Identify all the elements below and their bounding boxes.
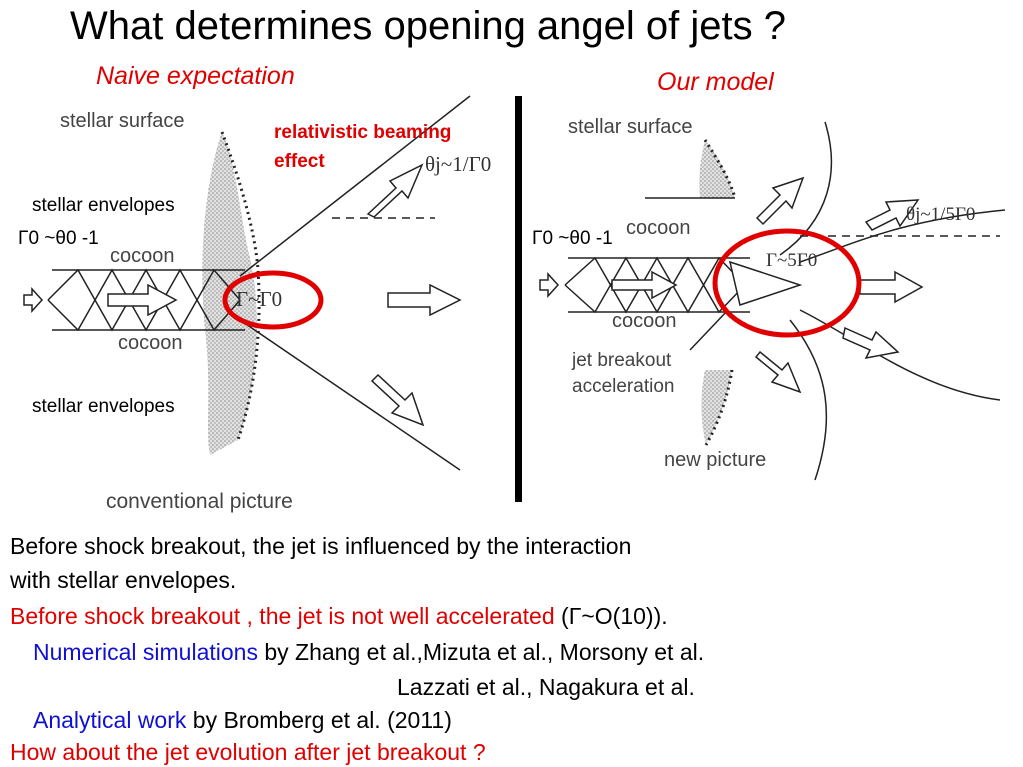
- page-title: What determines opening angel of jets ?: [70, 4, 786, 48]
- gamma-order-text: (Γ~O(10)).: [554, 603, 668, 629]
- new-picture-caption: new picture: [664, 449, 767, 471]
- beaming-label-line2: effect: [274, 151, 325, 172]
- panel-divider: [515, 96, 522, 502]
- analytical-authors-text: by Bromberg et al. (2011): [186, 707, 452, 733]
- our-model-heading: Our model: [657, 68, 774, 96]
- left-stellar-surface-label: stellar surface: [60, 110, 185, 132]
- right-gamma-theta-label: Γ0 ~θ0 -1: [532, 228, 613, 249]
- left-opening-line-lower: [239, 319, 461, 471]
- right-gamma-label: Γ~5Γ0: [766, 250, 818, 271]
- body-line-3: Before shock breakout , the jet is not w…: [10, 603, 668, 630]
- body-line-4: Numerical simulations by Zhang et al.,Mi…: [33, 639, 704, 666]
- body-line-7: How about the jet evolution after jet br…: [10, 739, 486, 765]
- left-jet-zigzag-upper: [47, 268, 241, 332]
- right-jet-arrow: [611, 270, 678, 300]
- naive-expectation-heading: Naive expectation: [96, 62, 295, 90]
- right-stellar-fragment-lower: [701, 370, 732, 445]
- body-line-2: with stellar envelopes.: [10, 567, 237, 593]
- left-opening-line-upper: [239, 95, 471, 277]
- numerical-authors-text: by Zhang et al.,Mizuta et al., Morsony e…: [257, 639, 705, 665]
- left-jet-zigzag-lower: [47, 268, 241, 332]
- right-flow-curve-upper: [779, 121, 833, 256]
- beaming-label-line1: relativistic beaming: [274, 122, 452, 143]
- left-outflow-arrow-up: [366, 163, 424, 218]
- right-outflow-arrow-3: [859, 270, 924, 304]
- body-line-5: Lazzati et al., Nagakura et al.: [397, 674, 695, 700]
- right-outflow-arrow-2: [864, 199, 920, 231]
- right-stellar-fragment-upper: [699, 140, 735, 198]
- analytical-work-text: Analytical work: [33, 707, 187, 733]
- conventional-picture-caption: conventional picture: [106, 490, 293, 513]
- right-injection-arrow: [539, 272, 560, 298]
- stellar-envelopes-top-label: stellar envelopes: [32, 195, 175, 216]
- left-injection-arrow: [23, 287, 44, 313]
- right-breakout-pointer: [689, 309, 729, 351]
- left-outflow-arrow-down: [370, 373, 425, 427]
- left-cocoon-top-label: cocoon: [110, 245, 175, 267]
- right-flow-curve-lower: [799, 309, 1001, 401]
- right-cocoon-bottom-label: cocoon: [612, 310, 677, 332]
- right-big-arrow: [728, 260, 803, 306]
- right-red-ellipse: [712, 228, 862, 338]
- numerical-simulations-text: Numerical simulations: [33, 639, 258, 665]
- right-theta-j-label: θj~1/5Γ0: [906, 204, 976, 225]
- left-jet-arrow: [107, 283, 178, 317]
- breakout-label-line1: jet breakout: [572, 350, 672, 371]
- right-flow-curve-bottom: [789, 319, 828, 481]
- right-flow-curve-right: [799, 209, 1006, 263]
- right-stellar-surface-label: stellar surface: [568, 116, 693, 138]
- left-stellar-surface-shape: [202, 132, 257, 455]
- stellar-envelopes-bottom-label: stellar envelopes: [32, 396, 175, 417]
- left-gamma-theta-label: Γ0 ~θ0 -1: [18, 228, 99, 249]
- breakout-label-line2: acceleration: [572, 376, 675, 397]
- left-red-ellipse: [222, 270, 324, 330]
- right-outflow-arrow-5: [754, 350, 802, 394]
- not-accelerated-text: Before shock breakout , the jet is not w…: [10, 603, 555, 629]
- left-outflow-arrow-mid: [387, 283, 462, 317]
- body-line-1: Before shock breakout, the jet is influe…: [10, 533, 632, 559]
- right-cocoon-top-label: cocoon: [626, 217, 691, 239]
- left-gamma-label: Γ~Γ0: [236, 287, 283, 311]
- left-theta-j-label: θj~1/Γ0: [425, 152, 492, 176]
- left-cocoon-bottom-label: cocoon: [118, 332, 183, 354]
- right-outflow-arrow-1: [755, 176, 805, 226]
- right-outflow-arrow-4: [842, 326, 900, 360]
- body-line-6: Analytical work by Bromberg et al. (2011…: [33, 707, 452, 734]
